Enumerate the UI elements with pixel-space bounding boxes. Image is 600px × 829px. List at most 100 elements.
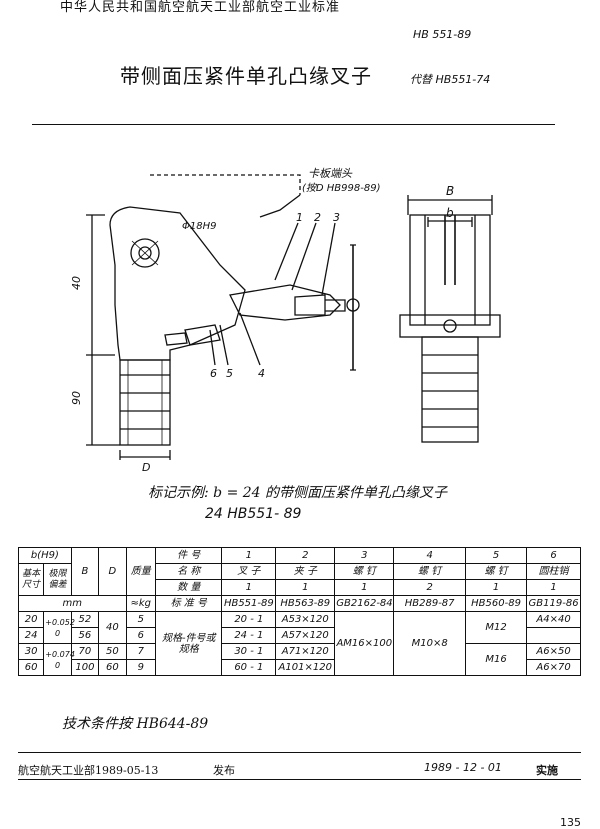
part-qty: 1 [275,579,336,596]
spec-label: 规格-件号或规格 [155,611,223,676]
page-number: 135 [560,816,581,829]
cell-b: 60 [17,659,45,676]
part-name: 夹 子 [275,563,336,580]
cell-B: 52 [70,611,100,628]
col-b-header: b(H9) [18,547,72,564]
table-row: 20 +0.052 0 52 40 5 规格-件号或规格 20 - 1 A53×… [17,611,581,676]
callout-top-label: 卡板端头 [308,167,353,180]
technical-conditions: 技术条件按 HB644-89 [62,716,209,732]
part-std: HB289-87 [393,595,466,612]
cell-B: 56 [70,627,100,644]
row-std-header: 标 准 号 [155,595,223,612]
num-1: 1 [296,211,303,224]
part-std: GB2162-84 [334,595,395,612]
replaces-note: 代替 HB551-74 [410,73,491,86]
cell-B: 100 [70,659,100,676]
part-num: 2 [275,547,336,564]
dim-D: D [142,461,150,474]
page-title: 带侧面压紧件单孔凸缘叉子 [120,64,372,88]
cell-dev: +0.074 0 [43,643,75,676]
marking-example-line1: 标记示例: b = 24 的带侧面压紧件单孔凸缘叉子 [148,485,448,501]
drawing-svg: 卡板端头 (按D HB998-89) Φ18H9 1 2 3 4 5 6 40 … [70,167,501,474]
cell-p2: A71×120 [275,643,336,660]
footer-impl-date: 1989 - 12 - 01 [424,761,502,774]
cell-mass: 5 [125,611,157,628]
hole-label: Φ18H9 [182,221,216,232]
part-num: 6 [526,547,581,564]
cell-B: 70 [70,643,100,660]
part-qty: 1 [334,579,395,596]
num-3: 3 [333,211,340,224]
dim-90: 90 [70,391,83,405]
part-qty: 1 [221,579,277,596]
part-num: 5 [464,547,528,564]
part-name: 叉 子 [221,563,277,580]
cell-p2: A57×120 [275,627,336,644]
part-num: 3 [334,547,395,564]
cell-dev: +0.052 0 [43,611,75,644]
row-part-header: 件 号 [155,547,223,564]
footer-impl: 实施 [536,764,558,777]
cell-p1: 60 - 1 [221,659,277,676]
footer-rule [18,752,581,753]
part-num: 1 [221,547,277,564]
row-qty-header: 数 量 [155,579,223,596]
col-nominal-header: 基本尺寸 [17,563,45,596]
cell-b: 24 [17,627,45,644]
unit-kg: ≈kg [125,595,157,612]
row-name-header: 名 称 [155,563,223,580]
num-5: 5 [226,367,233,380]
cell-D: 40 [98,611,127,644]
issuer-header: 中华人民共和国航空航天工业部航空工业标准 [60,0,341,15]
col-D-header: D [98,547,127,596]
num-6: 6 [210,367,217,380]
part-std: HB563-89 [275,595,336,612]
part-std: GB119-86 [526,595,581,612]
unit-mm: mm [18,595,127,612]
spec-table: b(H9) B D 质量 件 号 1 2 3 4 5 6 基本尺寸 极限偏差 名… [17,547,581,676]
part-name: 螺 钉 [464,563,528,580]
dim-40: 40 [70,276,83,290]
col-dev-header: 极限偏差 [43,563,72,596]
cell-p1: 20 - 1 [221,611,277,628]
marking-example-line2: 24 HB551- 89 [205,506,302,522]
part-qty: 2 [393,579,466,596]
standard-number: HB 551-89 [413,28,472,41]
part-qty: 1 [526,579,581,596]
part-qty: 1 [464,579,528,596]
cell-D: 60 [98,659,127,676]
footer-rule-bottom [18,779,581,780]
cell-mass: 9 [125,659,157,676]
col-B-header: B [70,547,100,596]
header-rule [32,124,555,125]
cell-D: 50 [98,643,127,660]
footer-publish: 发布 [213,764,235,777]
cell-p6 [526,627,581,644]
col-mass-header: 质量 [125,547,157,596]
cell-mass: 6 [125,627,157,644]
cell-p6: A6×50 [526,643,581,660]
dim-B: B [446,184,454,198]
cell-p3: AM16×100 [334,611,395,676]
part-num: 4 [393,547,466,564]
part-name: 圆柱销 [526,563,581,580]
cell-p2: A101×120 [275,659,336,676]
table-row: 30 +0.074 0 70 50 7 30 - 1 A71×120 M16 A… [17,643,581,676]
num-2: 2 [314,211,321,224]
footer-issuer: 航空航天工业部1989-05-13 [18,764,159,777]
part-name: 螺 钉 [393,563,466,580]
cell-p2: A53×120 [275,611,336,628]
table-row: 24 56 6 24 - 1 A57×120 [17,627,581,644]
cell-p4: M10×8 [393,611,466,676]
part-name: 螺 钉 [334,563,395,580]
num-4: 4 [258,367,265,380]
cell-b: 30 [17,643,45,660]
part-std: HB551-89 [221,595,277,612]
table-row: 60 100 60 9 60 - 1 A101×120 A6×70 [17,659,581,676]
cell-p1: 30 - 1 [221,643,277,660]
cell-p6: A4×40 [526,611,581,628]
technical-drawing: 卡板端头 (按D HB998-89) Φ18H9 1 2 3 4 5 6 40 … [70,155,540,475]
callout-ref-label: (按D HB998-89) [302,182,380,194]
cell-b: 20 [17,611,45,628]
dim-b: b [446,206,454,220]
